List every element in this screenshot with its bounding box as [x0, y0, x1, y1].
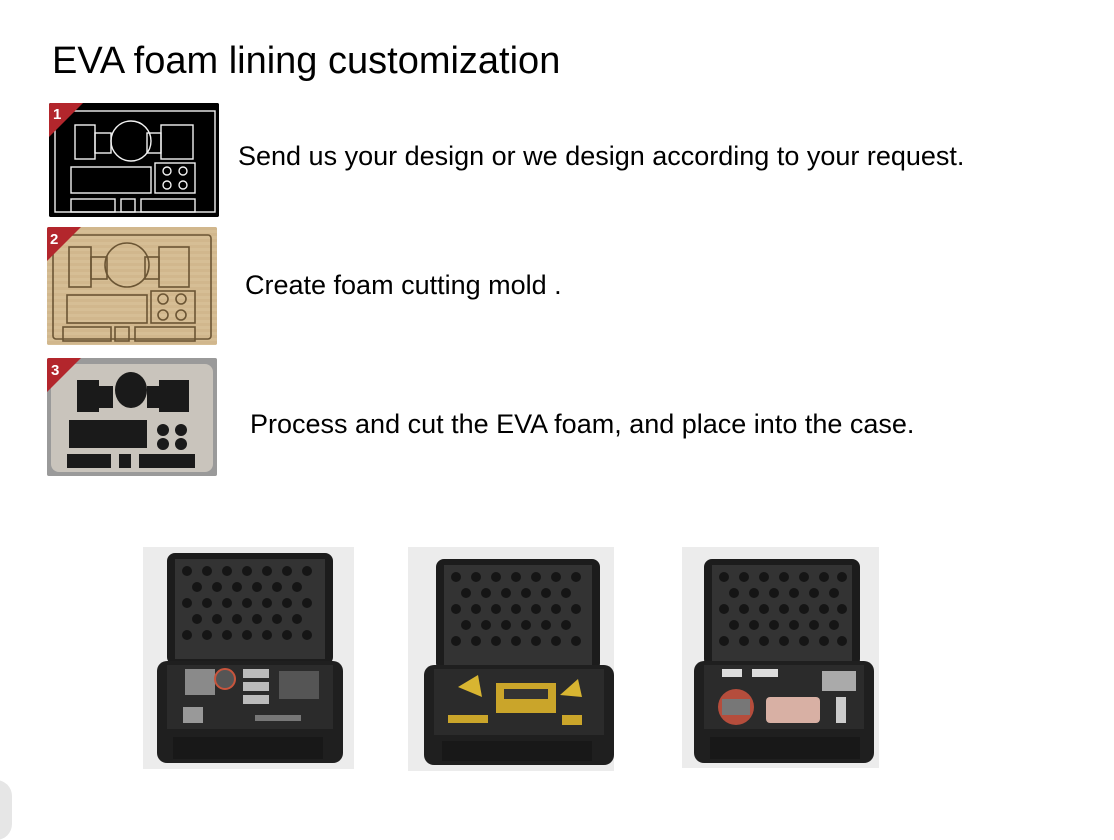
foam-insert-icon: 3: [47, 358, 217, 476]
case-icon: [143, 547, 354, 769]
product-photo-drone-case: [682, 547, 879, 768]
case-icon: [408, 547, 614, 771]
cutting-mold-icon: 2: [47, 227, 217, 345]
step-3-text: Process and cut the EVA foam, and place …: [250, 409, 915, 439]
corner-shape: [0, 780, 12, 840]
case-icon: [682, 547, 879, 768]
step-2-image: 2: [47, 227, 217, 345]
step-2-text: Create foam cutting mold .: [245, 270, 562, 300]
step-number: 3: [51, 362, 59, 379]
design-drawing-icon: 1: [49, 103, 219, 217]
step-1-text: Send us your design or we design accordi…: [238, 141, 965, 171]
step-1-image: 1: [49, 103, 219, 217]
step-badge: [49, 103, 83, 137]
page-title: EVA foam lining customization: [52, 40, 561, 82]
step-number: 1: [53, 106, 61, 123]
product-photo-surveying-instrument-case: [408, 547, 614, 771]
step-number: 2: [50, 231, 58, 248]
step-badge: [47, 358, 81, 392]
product-photo-action-camera-case: [143, 547, 354, 769]
step-3-image: 3: [47, 358, 217, 476]
step-badge: [47, 227, 81, 261]
